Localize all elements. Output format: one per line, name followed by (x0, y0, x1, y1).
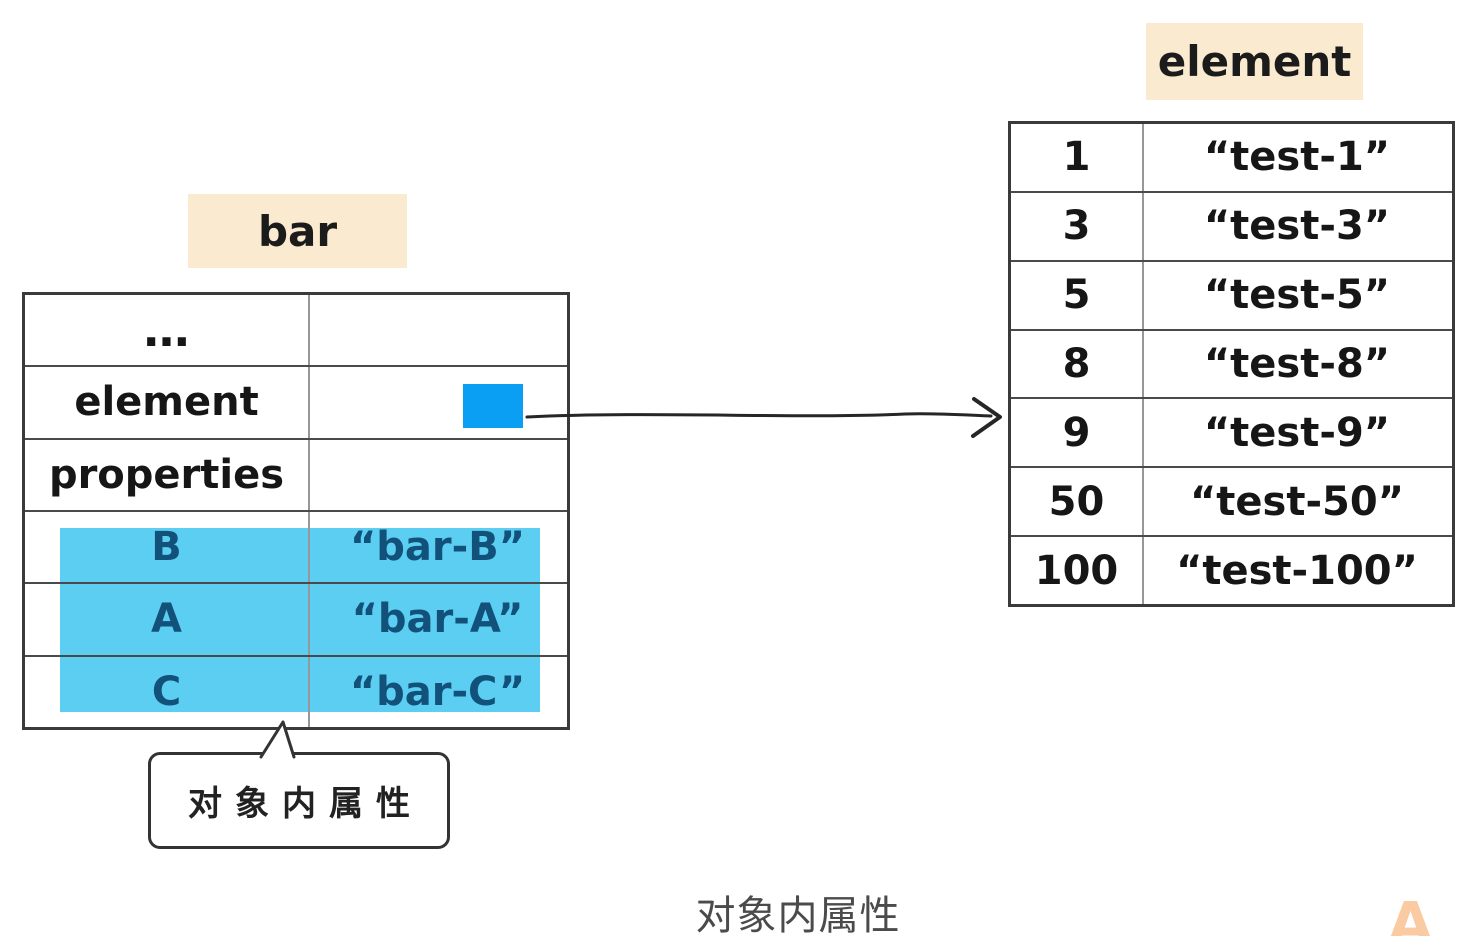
row-value: “bar-A” (351, 596, 524, 643)
row-key: properties (48, 451, 285, 498)
element-table-title: element (1146, 23, 1363, 100)
row-key: 5 (1062, 272, 1091, 319)
table-row: 3 “test-3” (1011, 190, 1452, 260)
row-key: 1 (1062, 134, 1091, 181)
table-row: A “bar-A” (25, 582, 567, 654)
row-key: A (151, 596, 182, 643)
table-row: 1 “test-1” (1011, 124, 1452, 191)
row-value: “test-9” (1203, 409, 1391, 456)
row-value: “test-100” (1176, 547, 1418, 594)
table-row: properties (25, 437, 567, 510)
callout-bubble: 对象内属性 (148, 752, 450, 849)
row-key: 8 (1062, 341, 1091, 387)
row-key: 3 (1062, 203, 1091, 250)
table-row: element (25, 365, 567, 437)
row-key: … (143, 303, 190, 358)
row-key: C (151, 668, 182, 715)
row-value (308, 440, 567, 510)
row-key: 9 (1062, 409, 1091, 456)
row-value: “bar-B” (349, 524, 526, 571)
table-row: 100 “test-100” (1011, 535, 1452, 604)
row-value: “test-8” (1203, 341, 1391, 387)
bar-table: … element properties B “bar-B” A “bar-A”… (22, 292, 570, 730)
element-table-column-divider (1142, 124, 1144, 604)
row-key: element (74, 379, 259, 426)
row-value: “test-5” (1203, 272, 1391, 319)
table-row: B “bar-B” (25, 509, 567, 582)
row-value: “test-1” (1203, 134, 1391, 181)
arrow-line (525, 412, 993, 419)
arrow-head (971, 397, 1002, 438)
watermark-logo-letter: A (1388, 889, 1433, 936)
element-pointer-square (463, 384, 523, 428)
table-row: 5 “test-5” (1011, 259, 1452, 329)
element-table: 1 “test-1” 3 “test-3” 5 “test-5” 8 “test… (1008, 121, 1455, 607)
bar-table-title: bar (188, 194, 407, 268)
table-row: 9 “test-9” (1011, 397, 1452, 466)
table-row: 50 “test-50” (1011, 466, 1452, 535)
row-key: 50 (1048, 478, 1105, 525)
row-key: B (151, 524, 182, 571)
table-row: 8 “test-8” (1011, 328, 1452, 398)
table-row: C “bar-C” (25, 654, 567, 727)
row-value: “bar-C” (349, 668, 526, 715)
in-object-properties-highlight (60, 528, 540, 712)
row-value (308, 367, 567, 437)
table-row: … (25, 295, 567, 365)
figure-caption: 对象内属性 (695, 893, 901, 936)
row-key: 100 (1034, 547, 1119, 594)
row-value: “test-50” (1189, 478, 1405, 525)
row-value: “test-3” (1203, 203, 1391, 250)
row-value (308, 295, 567, 365)
